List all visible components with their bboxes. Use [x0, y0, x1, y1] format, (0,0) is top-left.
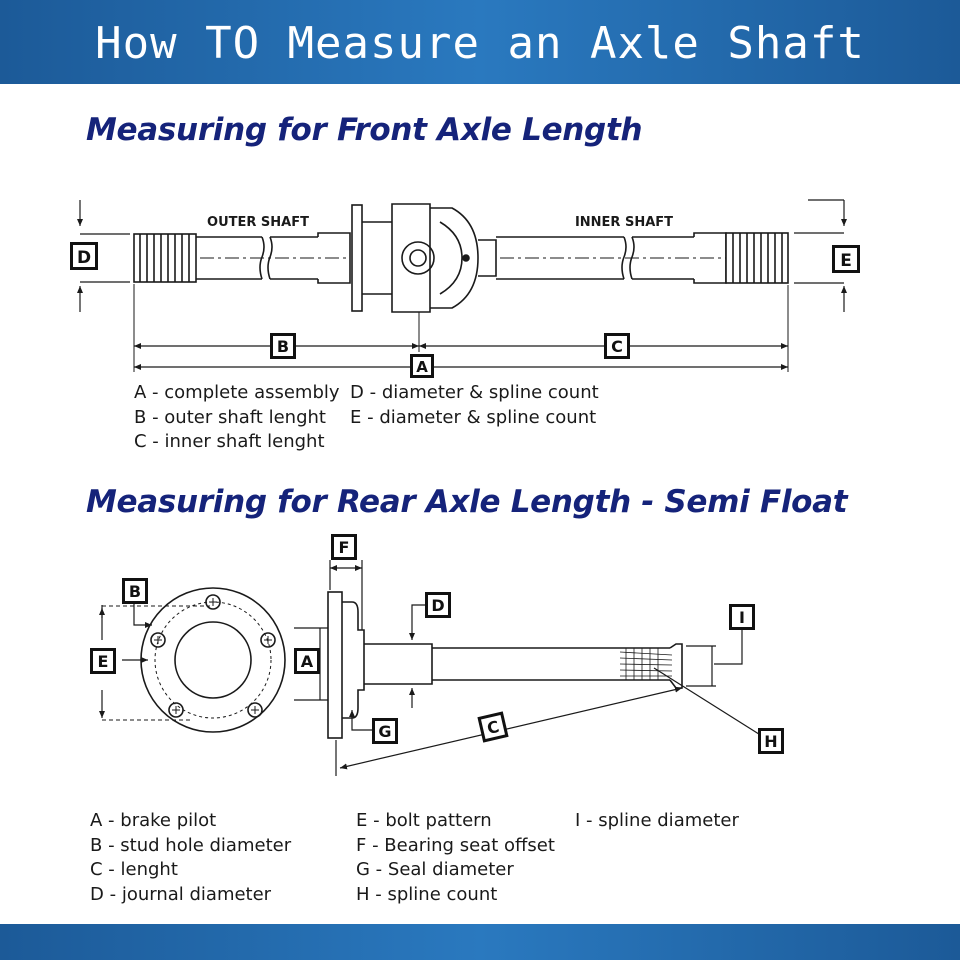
- rear-axle-diagram: B E A F D G C I H: [90, 534, 784, 776]
- svg-text:A: A: [301, 652, 314, 671]
- dimension-e: [794, 199, 847, 312]
- inner-shaft-label: INNER SHAFT: [575, 215, 673, 230]
- inner-shaft: [496, 232, 727, 284]
- title-banner: How TO Measure an Axle Shaft: [0, 0, 960, 84]
- callout-a: A: [410, 354, 434, 378]
- legend-item: B - stud hole diameter: [90, 834, 292, 856]
- dimension-d: [409, 604, 425, 708]
- svg-text:F: F: [339, 538, 350, 557]
- leader-h: [653, 667, 763, 737]
- legend-item: D - diameter & spline count: [350, 382, 599, 403]
- callout-g: G: [372, 718, 398, 744]
- legend-item: D - journal diameter: [90, 883, 272, 905]
- legend-item: G - Seal diameter: [356, 859, 514, 880]
- rear-legend-col1: A - brake pilot B - stud hole diameter C…: [90, 809, 291, 907]
- svg-text:D: D: [77, 248, 91, 268]
- dimension-c: [335, 686, 683, 776]
- front-axle-diagram: OUTER SHAFT INNER SHAFT D E B C A: [70, 199, 860, 378]
- callout-c: C: [477, 711, 509, 743]
- svg-text:C: C: [611, 337, 623, 356]
- dimension-b: [133, 604, 152, 628]
- flange-side: [327, 591, 365, 739]
- legend-item: A - complete assembly: [134, 382, 340, 403]
- dimension-i: [686, 630, 743, 687]
- rear-axle-title: Measuring for Rear Axle Length - Semi Fl…: [86, 484, 848, 520]
- callout-b: B: [270, 333, 296, 359]
- axle-shaft: [364, 643, 683, 689]
- front-legend-col2: D - diameter & spline count E - diameter…: [350, 381, 599, 430]
- outer-spline-end: [133, 233, 197, 283]
- legend-item: B - outer shaft lenght: [134, 406, 326, 428]
- svg-text:G: G: [378, 722, 391, 741]
- legend-item: C - lenght: [90, 859, 178, 880]
- svg-text:E: E: [98, 652, 109, 671]
- callout-i: I: [729, 604, 755, 630]
- inner-spline-end: [725, 232, 789, 284]
- front-axle-title: Measuring for Front Axle Length: [86, 112, 643, 148]
- svg-text:E: E: [840, 251, 852, 271]
- legend-item: H - spline count: [356, 883, 498, 905]
- legend-item: I - spline diameter: [575, 810, 739, 831]
- callout-d: D: [70, 242, 98, 270]
- callout-f: F: [331, 534, 357, 560]
- dimension-d: [77, 200, 130, 312]
- callout-d: D: [425, 592, 451, 618]
- rear-legend-col2: E - bolt pattern F - Bearing seat offset…: [356, 809, 555, 907]
- dimension-g: [349, 710, 372, 731]
- callout-a: A: [294, 648, 320, 674]
- legend-item: E - bolt pattern: [356, 810, 492, 831]
- rear-legend-col3: I - spline diameter: [575, 809, 739, 834]
- svg-text:I: I: [739, 608, 745, 627]
- callout-h: H: [758, 728, 784, 754]
- outer-shaft-label: OUTER SHAFT: [207, 215, 309, 230]
- flange-face: [140, 587, 286, 733]
- callout-e: E: [832, 245, 860, 273]
- svg-text:B: B: [129, 582, 141, 601]
- svg-text:A: A: [416, 358, 428, 376]
- svg-text:H: H: [764, 732, 777, 751]
- callout-b: B: [122, 578, 148, 604]
- outer-shaft: [196, 232, 351, 284]
- legend-item: E - diameter & spline count: [350, 406, 597, 428]
- svg-text:B: B: [277, 337, 289, 356]
- callout-e: E: [90, 648, 116, 674]
- dimension-f: [329, 560, 363, 630]
- front-legend-col1: A - complete assembly B - outer shaft le…: [134, 381, 340, 455]
- footer-banner: [0, 924, 960, 960]
- legend-item: A - brake pilot: [90, 810, 217, 831]
- dimension-e: [99, 605, 210, 721]
- svg-text:C: C: [485, 717, 501, 738]
- page-title: How TO Measure an Axle Shaft: [95, 18, 865, 69]
- legend-item: F - Bearing seat offset: [356, 834, 555, 856]
- svg-text:D: D: [431, 596, 444, 615]
- universal-joint: [351, 203, 497, 313]
- legend-item: C - inner shaft lenght: [134, 431, 325, 452]
- callout-c: C: [604, 333, 630, 359]
